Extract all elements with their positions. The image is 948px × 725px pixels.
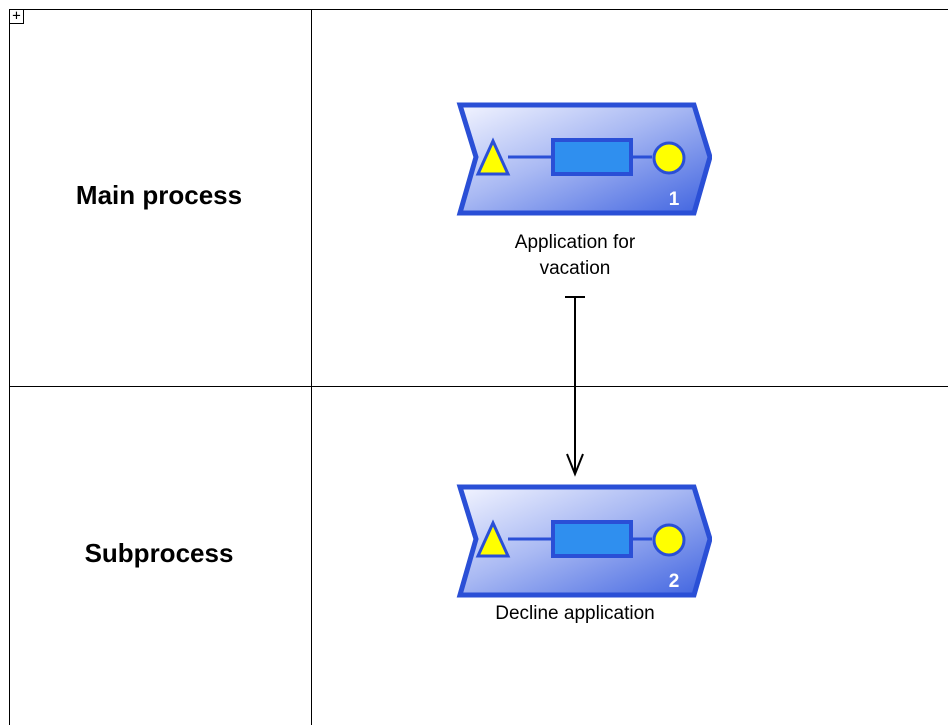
expand-toggle-button[interactable]: + xyxy=(9,9,24,24)
process-caption-1-line1: Application for xyxy=(514,232,636,253)
process-caption-2-line1: Decline application xyxy=(495,603,655,624)
start-event-triangle-icon xyxy=(475,519,511,558)
process-number-2: 2 xyxy=(669,571,680,592)
function-box-icon xyxy=(551,520,633,558)
lane-border-left xyxy=(9,9,10,725)
process-caption-2: Decline application xyxy=(440,601,710,627)
process-caption-1: Application for vacation xyxy=(455,230,695,282)
end-event-circle-icon xyxy=(652,141,686,175)
lane-separator xyxy=(9,386,948,387)
connector-arrow[interactable] xyxy=(560,292,590,478)
process-interface-1[interactable]: 1 xyxy=(456,101,712,217)
function-box-icon xyxy=(551,138,633,176)
lane-border-top xyxy=(9,9,948,10)
lane-header-divider xyxy=(311,9,312,725)
process-interface-2[interactable]: 2 xyxy=(456,483,712,599)
lane-label-subprocess: Subprocess xyxy=(84,538,234,568)
process-number-1: 1 xyxy=(669,189,680,210)
start-event-triangle-icon xyxy=(475,137,511,176)
process-caption-1-line2: vacation xyxy=(539,258,611,279)
end-event-circle-icon xyxy=(652,523,686,557)
lane-label-main-process: Main process xyxy=(75,180,243,210)
